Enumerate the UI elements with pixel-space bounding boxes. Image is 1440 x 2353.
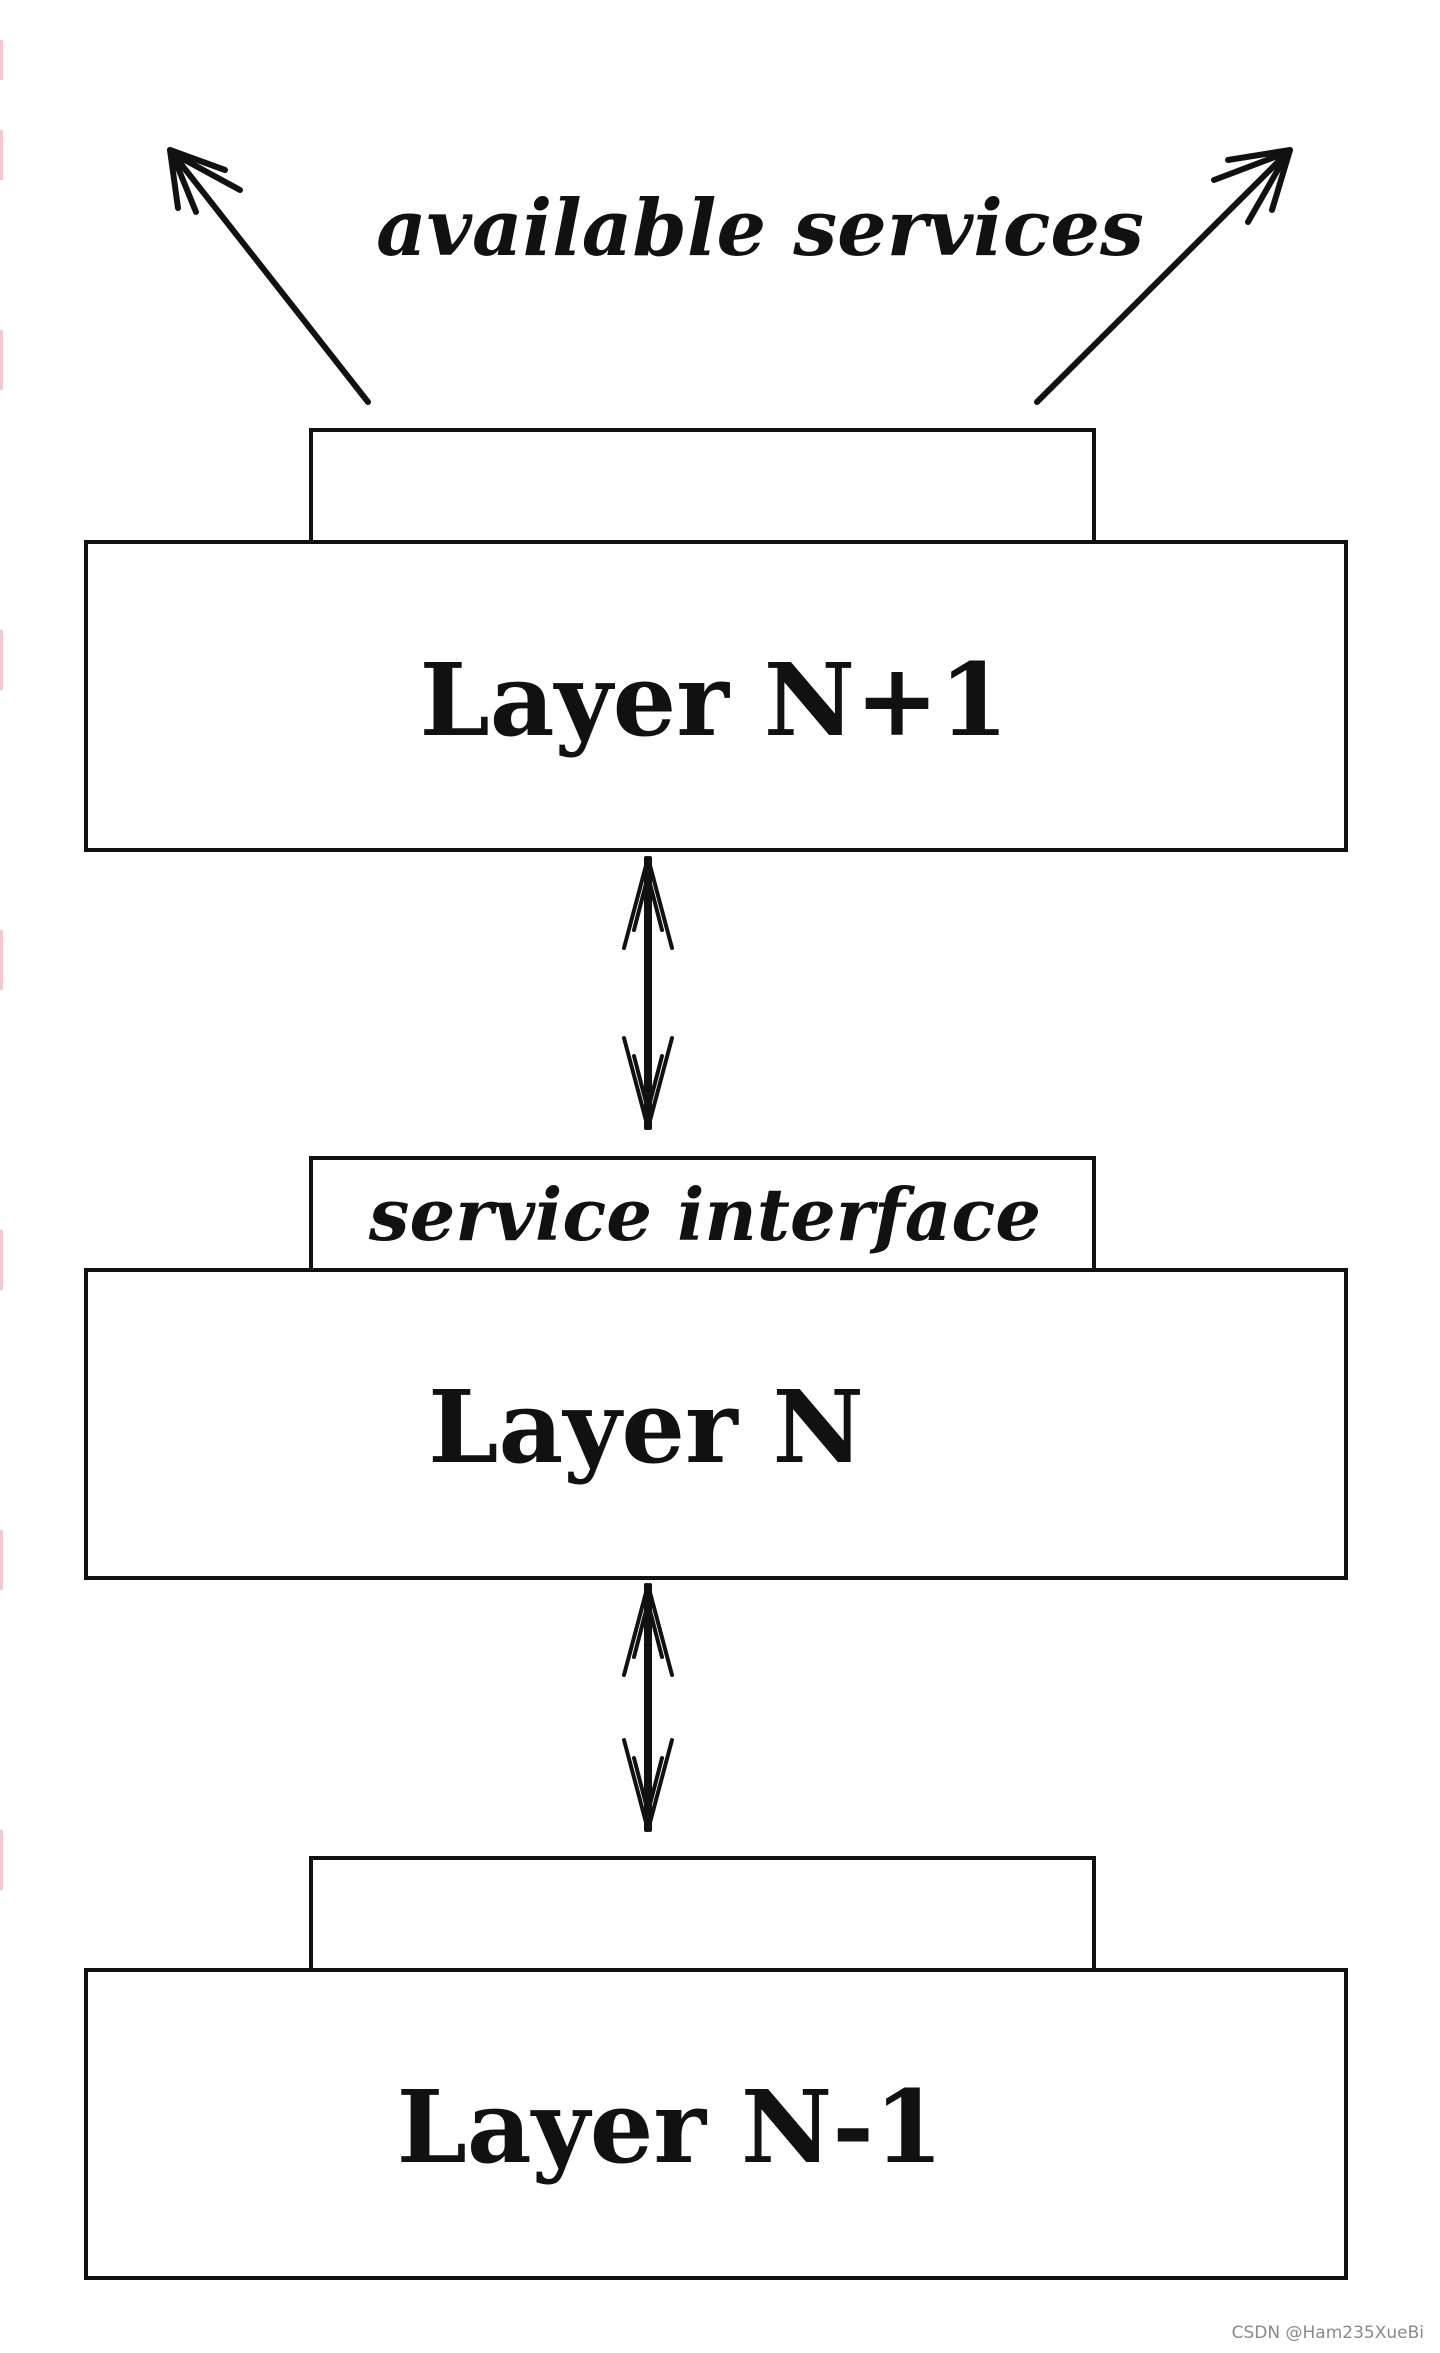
service-interface-label: service interface (368, 1172, 1041, 1257)
double-arrow-upper (622, 856, 674, 1130)
edge-mark-7 (0, 1530, 3, 1590)
arrow-up-right (1034, 147, 1293, 405)
interface-tab-bottom (309, 1856, 1096, 1972)
layer-label-n-plus-1: Layer N+1 (419, 641, 1008, 759)
edge-mark-3 (0, 330, 3, 390)
double-arrow-lower (622, 1583, 674, 1832)
available-services-arrows (167, 147, 1293, 405)
available-services-label: available services (376, 183, 1144, 274)
layer-label-n: Layer N (428, 1368, 864, 1486)
edge-mark-1 (0, 40, 3, 80)
interface-tab-top (309, 428, 1096, 544)
layer-label-n-minus-1: Layer N-1 (397, 2068, 944, 2186)
layer-box-n-minus-1 (84, 1968, 1348, 2280)
layer-box-n-plus-1 (84, 540, 1348, 852)
edge-mark-8 (0, 1830, 3, 1890)
edge-mark-5 (0, 930, 3, 990)
edge-mark-6 (0, 1230, 3, 1290)
edge-mark-4 (0, 630, 3, 690)
layer-box-n (84, 1268, 1348, 1580)
watermark-text: CSDN @Ham235XueBi (1231, 2323, 1424, 2343)
arrow-up-left (167, 147, 371, 405)
edge-mark-2 (0, 130, 3, 180)
